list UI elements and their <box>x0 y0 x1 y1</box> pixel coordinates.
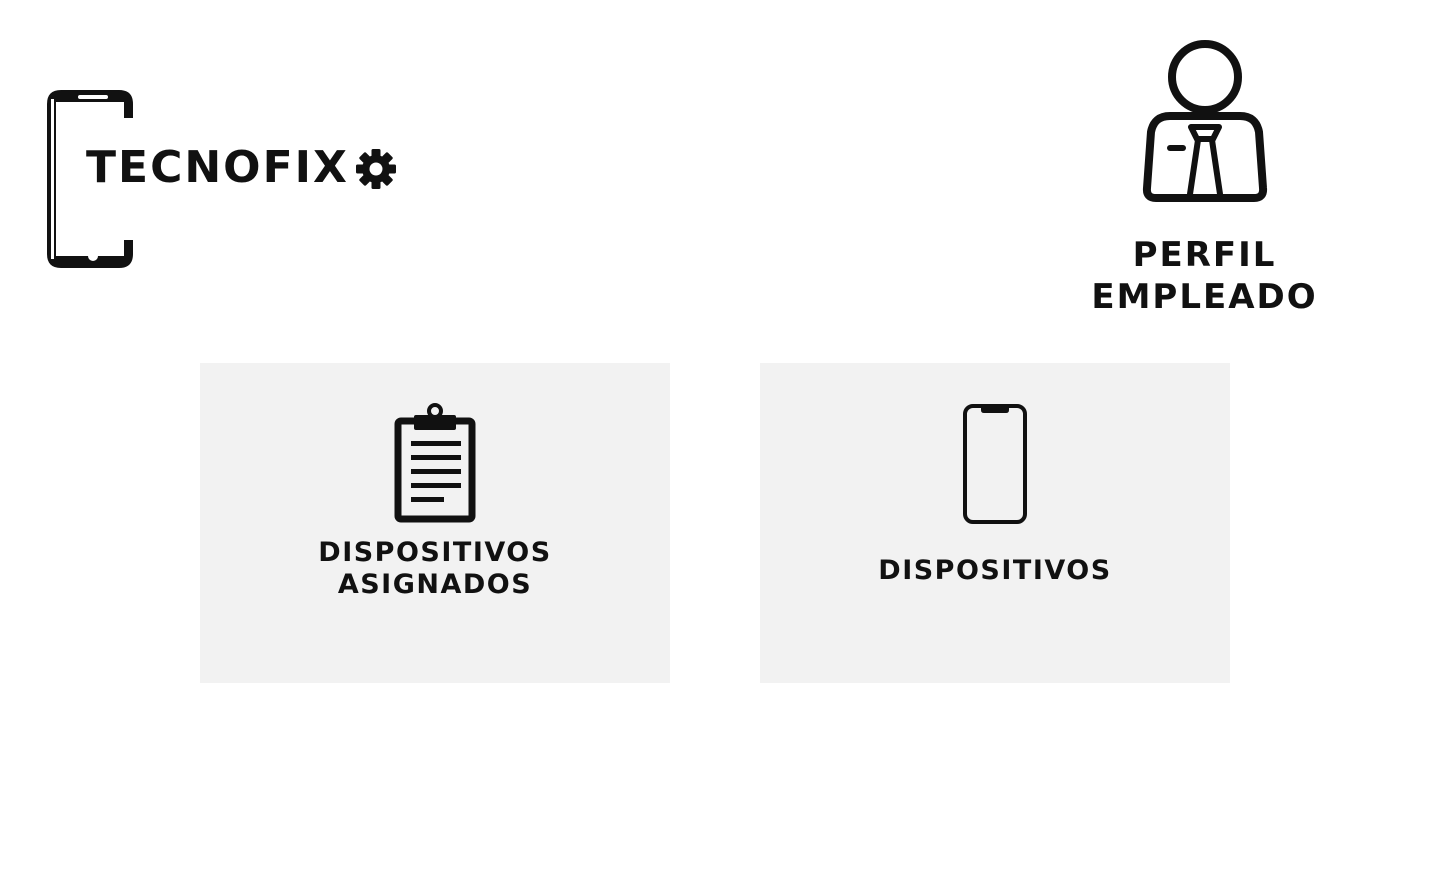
assigned-devices-card[interactable]: DISPOSITIVOS ASIGNADOS <box>200 363 670 683</box>
devices-label: DISPOSITIVOS <box>878 555 1112 586</box>
smartphone-icon <box>963 404 1027 524</box>
assigned-devices-label: DISPOSITIVOS ASIGNADOS <box>318 537 552 600</box>
brand-name: TECNOFIX <box>86 142 349 193</box>
brand-wordmark: TECNOFIX <box>84 138 401 198</box>
gear-icon <box>355 149 396 189</box>
employee-tie-icon <box>1142 40 1267 202</box>
brand-logo: TECNOFIX <box>44 88 414 270</box>
clipboard-icon <box>394 403 476 523</box>
smartphone-outline-icon <box>47 90 133 268</box>
devices-card[interactable]: DISPOSITIVOS <box>760 363 1230 683</box>
profile-label: PERFIL EMPLEADO <box>1091 235 1318 317</box>
employee-profile-button[interactable]: PERFIL EMPLEADO <box>1062 36 1347 326</box>
